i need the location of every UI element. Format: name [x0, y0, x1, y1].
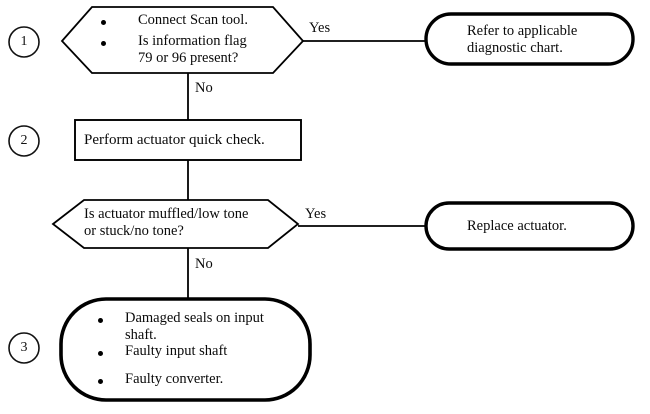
step-circle-1 — [8, 26, 40, 58]
bullet-marker — [98, 379, 103, 384]
step-number-2: 2 — [20, 133, 28, 148]
decision1-bullet-2: Is information flag 79 or 96 present? — [138, 33, 247, 67]
decision1-bullet-1: Connect Scan tool. — [138, 12, 248, 28]
edge-label-yes-2: Yes — [305, 206, 327, 222]
edge-label-no-1: No — [195, 80, 213, 96]
pill-refer-chart — [424, 12, 635, 66]
step-circle-3 — [8, 332, 40, 364]
bullet-marker — [101, 20, 106, 25]
action-replace-actuator-text: Replace actuator. — [467, 218, 567, 234]
result-bullet-1: Damaged seals on input shaft. — [125, 310, 264, 344]
bullet-marker — [98, 318, 103, 323]
edge-label-yes-1: Yes — [309, 20, 331, 36]
process-box — [74, 119, 302, 161]
pill-replace-actuator — [424, 201, 635, 251]
result-bullet-3: Faulty converter. — [125, 371, 224, 387]
action-refer-chart-text: Refer to applicable diagnostic chart. — [467, 23, 578, 57]
result-box — [59, 297, 312, 402]
bullet-marker — [98, 351, 103, 356]
decision2-text: Is actuator muffled/low tone or stuck/no… — [84, 206, 249, 240]
step-number-1: 1 — [20, 34, 28, 49]
result-bullet-2: Faulty input shaft — [125, 343, 228, 359]
decision-hexagon-2 — [51, 199, 300, 249]
bullet-marker — [101, 41, 106, 46]
step-circle-2 — [8, 125, 40, 157]
edge-label-no-2: No — [195, 256, 213, 272]
process-box-text: Perform actuator quick check. — [84, 132, 265, 148]
step-number-3: 3 — [20, 340, 28, 355]
